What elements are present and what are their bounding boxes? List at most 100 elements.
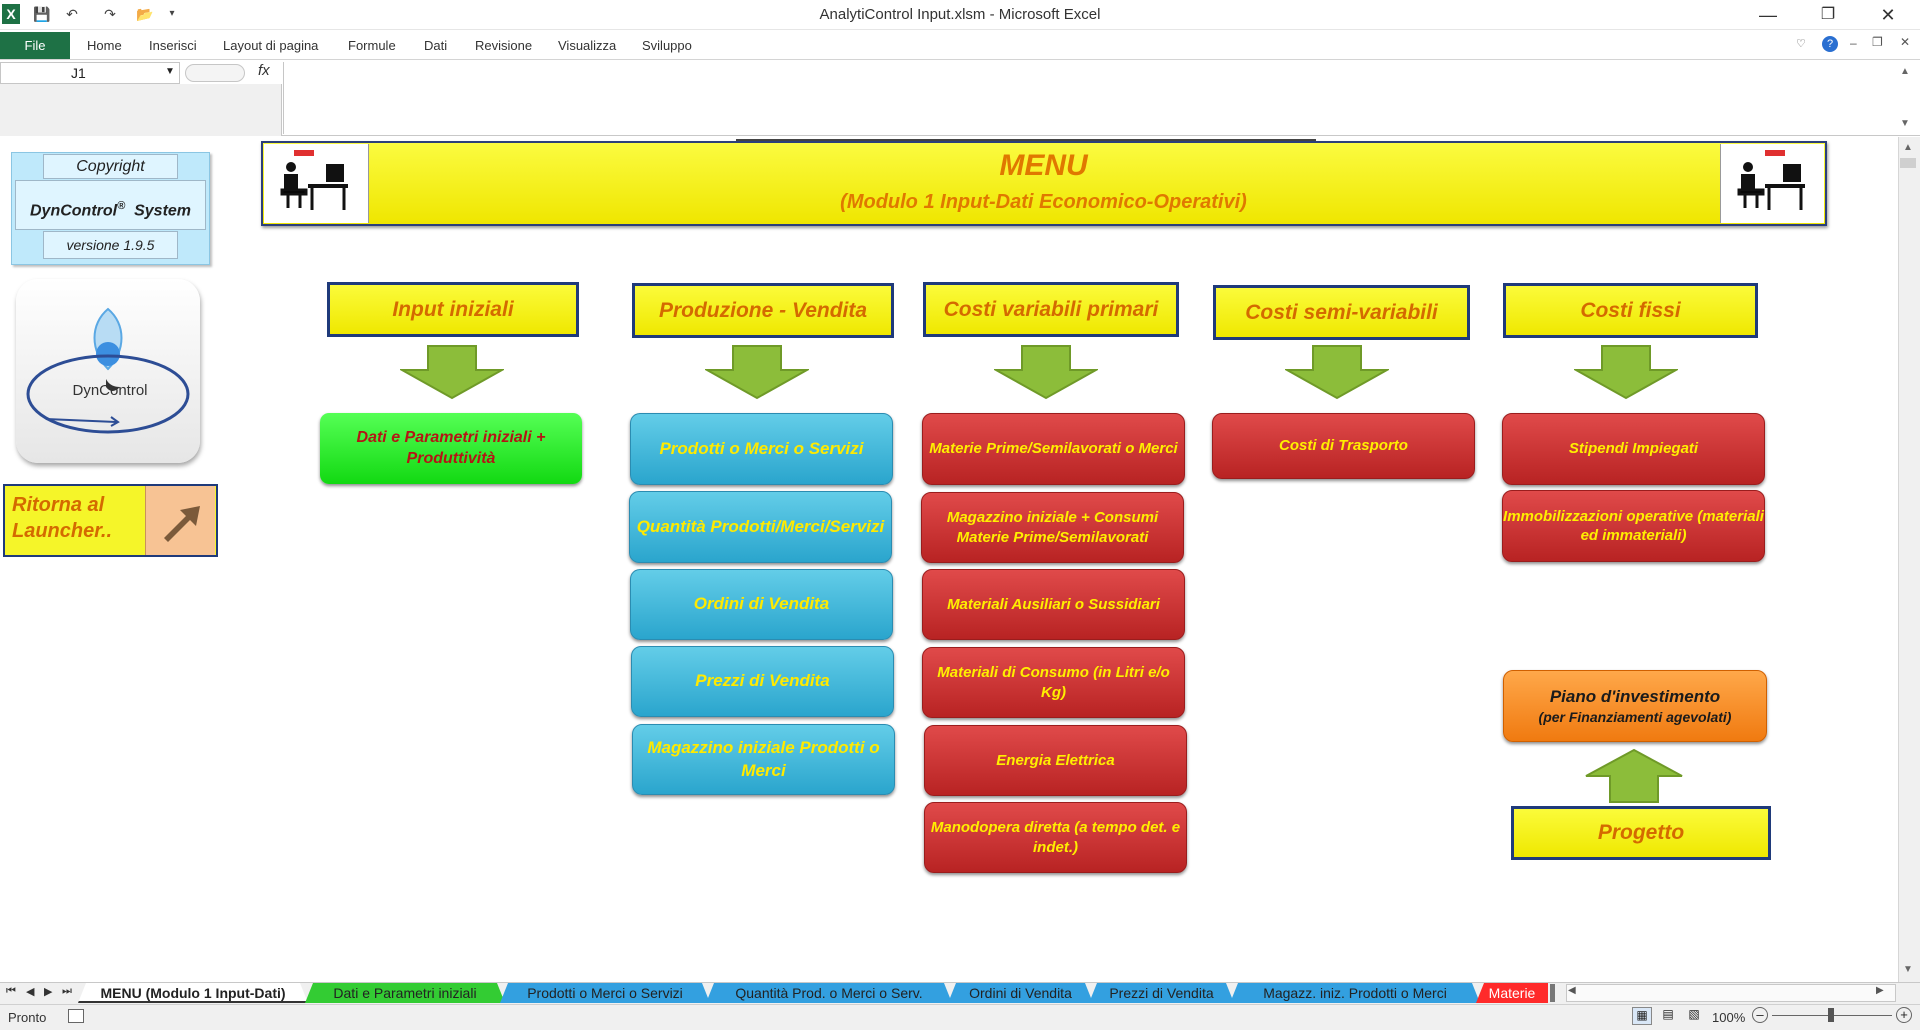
sheet-tab-menu[interactable]: MENU (Modulo 1 Input-Dati) (78, 983, 308, 1003)
ribbon-tabs (0, 30, 1920, 60)
category-costi-variabili: Costi variabili primari (923, 282, 1179, 337)
tab-next-icon[interactable]: ▶ (44, 986, 53, 998)
quantita-prodotti-button[interactable]: Quantità Prodotti/Merci/Servizi (629, 491, 892, 563)
wb-minimize-icon[interactable]: – (1850, 36, 1857, 50)
logo-graphic (26, 307, 190, 434)
tab-inserisci[interactable]: Inserisci (149, 38, 197, 53)
materie-prime-button[interactable]: Materie Prime/Semilavorati o Merci (922, 413, 1185, 485)
undo-icon[interactable]: ↶ (66, 6, 78, 22)
costi-trasporto-button[interactable]: Costi di Trasporto (1212, 413, 1475, 479)
tab-splitter[interactable] (1550, 984, 1555, 1002)
horizontal-scrollbar[interactable] (1566, 984, 1896, 1002)
tab-last-icon[interactable]: ⏭ (62, 985, 72, 997)
vertical-scrollbar[interactable] (1898, 137, 1920, 982)
formula-expand-icon[interactable]: ▼ (1900, 118, 1910, 129)
scroll-down-icon[interactable]: ▼ (1903, 964, 1913, 975)
hscroll-left-icon[interactable]: ◀ (1568, 985, 1576, 996)
category-produzione-vendita: Produzione - Vendita (632, 283, 894, 338)
menu-header (261, 141, 1827, 226)
tab-first-icon[interactable]: ⏮ (6, 985, 16, 997)
piano-investimento-button[interactable]: Piano d'investimento (per Finanziamenti … (1503, 670, 1767, 742)
sheet-tab-dati[interactable]: Dati e Parametri iniziali (305, 983, 505, 1003)
formula-input[interactable] (283, 62, 1900, 134)
zoom-out-icon[interactable]: – (1752, 1007, 1768, 1023)
energia-elettrica-button[interactable]: Energia Elettrica (924, 725, 1187, 796)
sheet-tab-prezzi[interactable]: Prezzi di Vendita (1089, 983, 1234, 1003)
zoom-slider-thumb[interactable] (1828, 1008, 1834, 1022)
tab-sviluppo[interactable]: Sviluppo (642, 38, 692, 53)
launcher-arrow-icon[interactable] (145, 486, 215, 555)
sheet-tab-quantita[interactable]: Quantità Prod. o Merci o Serv. (706, 983, 952, 1003)
close-icon[interactable]: ✕ (1880, 5, 1896, 25)
normal-view-icon[interactable]: ▦ (1632, 1007, 1652, 1025)
sheet-tab-materie[interactable]: Materie (1476, 983, 1548, 1003)
down-arrow-icon (705, 345, 809, 400)
save-icon[interactable]: 💾 (33, 6, 51, 22)
dyncontrol-system-label: DynControl® System (15, 180, 206, 230)
redo-icon[interactable]: ↷ (104, 6, 116, 22)
magazzino-prodotti-button[interactable]: Magazzino iniziale Prodotti o Merci (632, 724, 895, 795)
formula-bar-resize-handle[interactable] (185, 64, 245, 82)
up-arrow-icon (1585, 748, 1683, 803)
scroll-thumb[interactable] (1900, 158, 1916, 168)
name-box-dropdown-icon[interactable]: ▼ (165, 66, 175, 77)
down-arrow-icon (994, 345, 1098, 400)
page-layout-view-icon[interactable]: ▤ (1662, 1007, 1674, 1021)
prezzi-vendita-button[interactable]: Prezzi di Vendita (631, 646, 894, 717)
tab-layout[interactable]: Layout di pagina (223, 38, 319, 53)
window-title: AnalytiControl Input.xlsm - Microsoft Ex… (819, 6, 1101, 23)
ordini-vendita-button[interactable]: Ordini di Vendita (630, 569, 893, 640)
piano-investimento-title: Piano d'investimento (1549, 686, 1721, 706)
ribbon-collapse-icon[interactable]: ♡ (1796, 38, 1806, 50)
magazzino-consumi-button[interactable]: Magazzino iniziale + Consumi Materie Pri… (921, 492, 1184, 563)
wb-restore-icon[interactable]: ❐ (1872, 35, 1883, 49)
help-icon[interactable]: ? (1822, 36, 1838, 52)
dati-parametri-button[interactable]: Dati e Parametri iniziali + Produttività (320, 413, 582, 484)
manodopera-diretta-button[interactable]: Manodopera diretta (a tempo det. e indet… (924, 802, 1187, 873)
category-input-iniziali: Input iniziali (327, 282, 579, 337)
tab-revisione[interactable]: Revisione (475, 38, 533, 53)
menu-subtitle: (Modulo 1 Input-Dati Economico-Operativi… (840, 191, 1247, 213)
brand-name: DynControl (29, 202, 118, 220)
version-label: versione 1.9.5 (43, 231, 178, 259)
tab-home[interactable]: Home (87, 38, 122, 53)
open-folder-icon[interactable]: 📂 (136, 6, 154, 22)
name-box[interactable]: J1 (0, 62, 180, 84)
minimize-icon[interactable]: — (1759, 5, 1777, 25)
tab-formule[interactable]: Formule (348, 38, 396, 53)
tab-dati[interactable]: Dati (424, 38, 448, 53)
excel-app-icon[interactable]: X (2, 4, 20, 24)
tab-prev-icon[interactable]: ◀ (26, 986, 35, 998)
sheet-tab-magazzino[interactable]: Magazz. iniz. Prodotti o Merci (1230, 983, 1480, 1003)
system-word: System (134, 202, 192, 220)
file-tab[interactable]: File (0, 32, 70, 59)
hscroll-right-icon[interactable]: ▶ (1876, 985, 1884, 996)
stipendi-impiegati-button[interactable]: Stipendi Impiegati (1502, 413, 1765, 485)
restore-icon[interactable]: ❐ (1820, 6, 1836, 23)
materiali-consumo-button[interactable]: Materiali di Consumo (in Litri e/o Kg) (922, 647, 1185, 718)
sheet-tab-prodotti[interactable]: Prodotti o Merci o Servizi (500, 983, 710, 1003)
registered-mark: ® (117, 200, 126, 212)
progetto-button[interactable]: Progetto (1511, 806, 1771, 860)
macro-record-icon[interactable] (68, 1009, 84, 1023)
customize-toolbar-icon[interactable]: ▾ (169, 8, 175, 19)
input-icon-left (264, 144, 369, 223)
insert-function-icon[interactable]: fx (258, 62, 270, 79)
prodotti-merci-button[interactable]: Prodotti o Merci o Servizi (630, 413, 893, 485)
formula-scroll-up-icon[interactable]: ▲ (1900, 66, 1910, 77)
down-arrow-icon (400, 345, 504, 400)
input-icon-right (1720, 144, 1824, 223)
zoom-in-icon[interactable]: + (1896, 1007, 1912, 1023)
piano-investimento-subtitle: (per Finanziamenti agevolati) (1538, 708, 1732, 725)
scroll-up-icon[interactable]: ▲ (1903, 142, 1913, 153)
page-break-view-icon[interactable]: ▧ (1688, 1007, 1700, 1021)
tab-visualizza[interactable]: Visualizza (558, 38, 617, 53)
title-bar (0, 0, 1920, 30)
zoom-level: 100% (1712, 1010, 1746, 1025)
wb-close-icon[interactable]: ✕ (1900, 35, 1911, 49)
materiali-ausiliari-button[interactable]: Materiali Ausiliari o Sussidiari (922, 569, 1185, 640)
immobilizzazioni-button[interactable]: Immobilizzazioni operative (materiali ed… (1502, 490, 1765, 562)
sheet-tab-ordini[interactable]: Ordini di Vendita (948, 983, 1093, 1003)
desk-worker-icon (1737, 150, 1805, 210)
desk-worker-icon (280, 150, 348, 210)
